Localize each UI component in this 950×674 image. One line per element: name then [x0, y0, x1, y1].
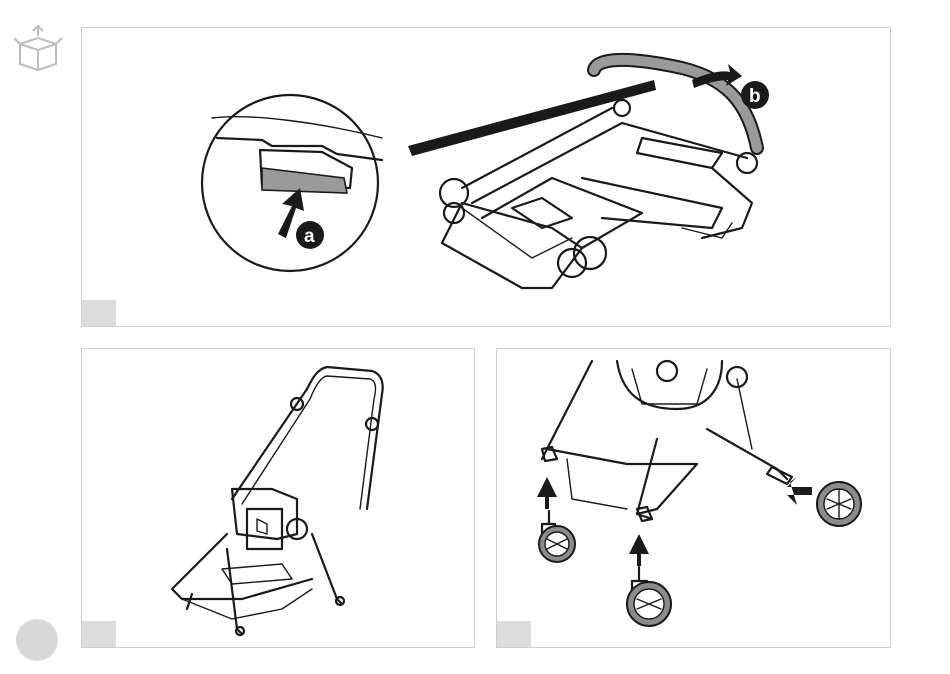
- step-panel-2: [81, 348, 475, 648]
- unboxing-icon: [8, 24, 66, 72]
- attach-arrow-right: [787, 477, 812, 505]
- step-panel-1: a b: [81, 27, 891, 327]
- stroller-chassis: [542, 361, 792, 521]
- zoom-beam: [408, 80, 656, 156]
- stroller-frame: [172, 367, 383, 635]
- callout-a-label: a: [304, 226, 315, 247]
- callout-b-label: b: [749, 86, 761, 107]
- release-button-highlight: [262, 168, 347, 193]
- front-right-wheel: [627, 567, 671, 626]
- attach-arrow-middle: [629, 534, 649, 566]
- rear-wheel: [817, 482, 861, 526]
- attach-arrow-left: [537, 477, 557, 509]
- fold-illustration: a b: [82, 28, 892, 328]
- unfolded-frame-illustration: [82, 349, 476, 649]
- page-marker: [16, 619, 58, 661]
- wheel-attach-illustration: [497, 349, 892, 649]
- step-panel-3: [496, 348, 891, 648]
- folded-stroller: [440, 60, 757, 288]
- front-left-wheel: [539, 511, 575, 562]
